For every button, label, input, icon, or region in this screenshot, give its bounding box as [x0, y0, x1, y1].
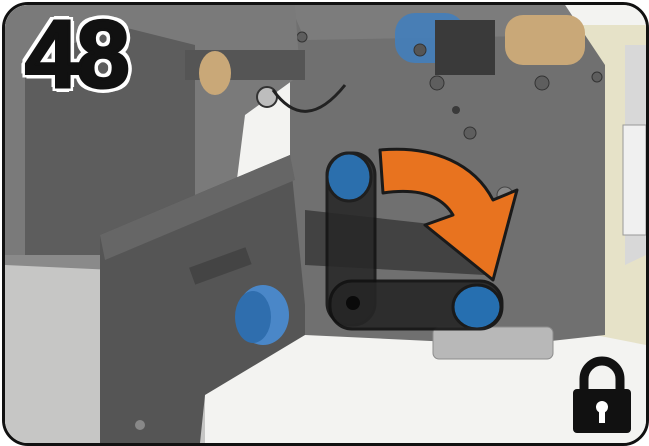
tan-spindle: [199, 51, 231, 95]
tan-roller: [505, 15, 585, 65]
base-tab: [433, 327, 553, 359]
step-number: 48: [25, 7, 128, 103]
padlock-icon: [567, 355, 637, 435]
lever-pivot: [346, 296, 360, 310]
